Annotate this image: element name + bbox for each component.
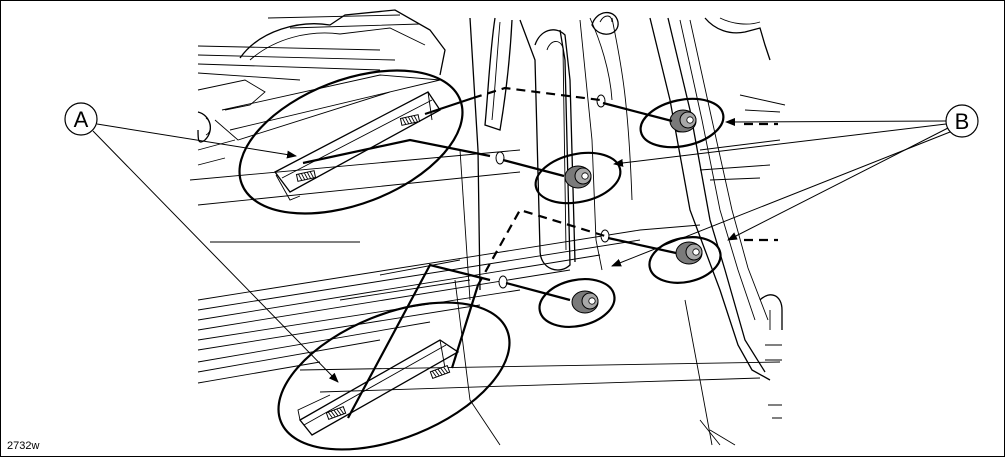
callout-a-label: A — [74, 107, 89, 132]
flange-nut-icon — [675, 241, 703, 265]
callout-a-circle — [64, 102, 98, 136]
flange-nut-icon — [669, 109, 697, 133]
figure-code: 2732w — [7, 440, 39, 452]
flange-nut-icon — [571, 290, 599, 314]
callout-a: A — [64, 102, 339, 383]
flange-nut-icon — [564, 165, 592, 189]
lower-floor-rails — [189, 149, 781, 446]
callout-b-leader-4 — [611, 131, 951, 267]
callout-b: B — [611, 104, 979, 267]
callout-b-label: B — [955, 109, 970, 134]
callout-b-leader-2 — [613, 123, 947, 167]
upper-stud-plate — [274, 91, 441, 201]
callout-a-leader-lower — [92, 130, 339, 383]
callout-a-leader-upper — [96, 123, 297, 159]
callout-b-leader-1 — [725, 117, 947, 126]
upper-frame-rails — [197, 9, 446, 166]
lower-stud-plate — [297, 339, 460, 436]
callout-b-leader-3 — [727, 127, 949, 241]
center-pillar — [469, 11, 633, 291]
threaded-stud-icon — [399, 114, 421, 126]
highlight-rings — [238, 69, 725, 451]
fastener-alignment-lines — [302, 86, 677, 419]
